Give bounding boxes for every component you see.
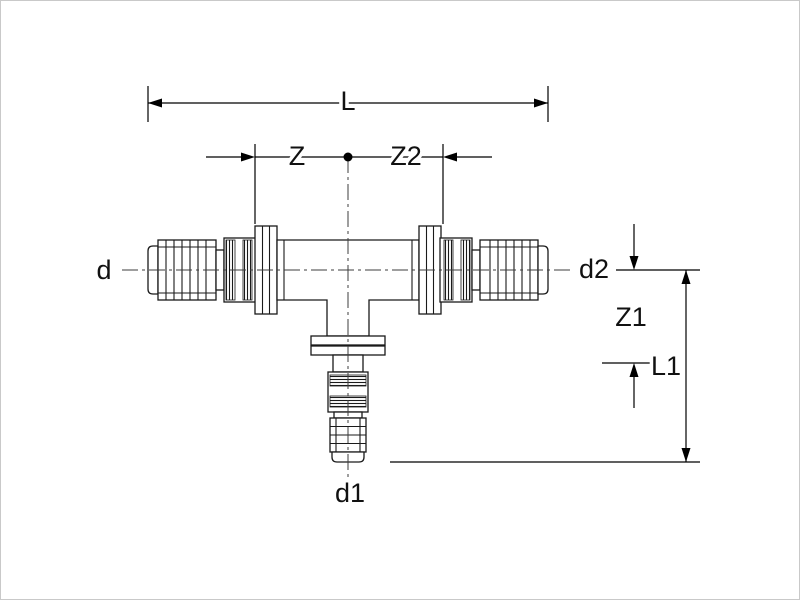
arrowhead-up-icon (681, 270, 691, 284)
dimension-L: L (147, 83, 549, 122)
arrowhead-up-icon (629, 363, 639, 377)
arrowhead-down-icon (681, 448, 691, 462)
dimension-Z1-L1: Z1 L1 (390, 224, 700, 463)
arrowhead-down-icon (629, 256, 639, 270)
port-label-d: d (96, 255, 111, 285)
dim-label-Z: Z (289, 141, 306, 171)
dim-label-L1: L1 (651, 351, 681, 381)
dim-label-L: L (340, 86, 355, 116)
center-point-marker (343, 152, 353, 162)
port-label-d2: d2 (579, 254, 609, 284)
dimension-Z-Z2: Z Z2 (206, 138, 492, 224)
arrowhead-left-icon (443, 152, 457, 162)
port-label-d1: d1 (335, 478, 365, 508)
arrowhead-left-icon (148, 98, 162, 108)
fitting-body (147, 225, 549, 463)
dim-label-Z1: Z1 (615, 302, 647, 332)
dim-label-Z2: Z2 (390, 141, 422, 171)
arrowhead-right-icon (241, 152, 255, 162)
arrowhead-right-icon (534, 98, 548, 108)
